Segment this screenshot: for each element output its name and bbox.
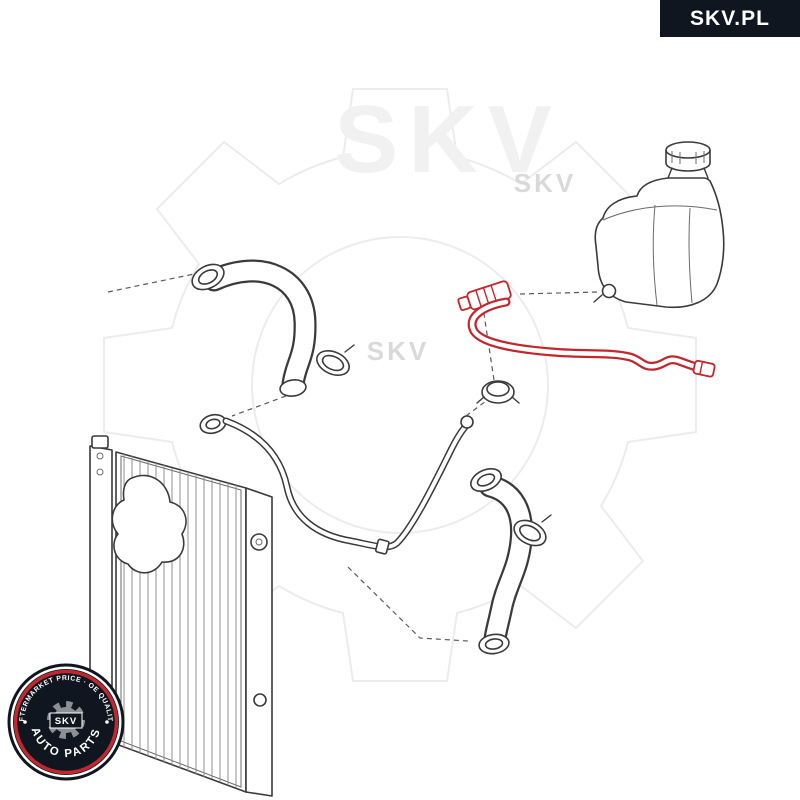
brand-banner-text: SKV.PL bbox=[690, 6, 770, 30]
watermark-text-large: SKV bbox=[334, 86, 561, 193]
radiator bbox=[89, 435, 273, 797]
hose-clamp-upper bbox=[316, 344, 355, 376]
radiator-filler-neck bbox=[250, 533, 268, 551]
sealing-ring-upper bbox=[199, 413, 227, 435]
sealing-ring-lower bbox=[478, 633, 510, 655]
badge-center-text: SKV bbox=[55, 716, 78, 727]
upper-radiator-hose bbox=[191, 259, 317, 397]
radiator-right-tank bbox=[245, 487, 273, 797]
fan-shroud bbox=[111, 474, 187, 574]
watermark-text-small-1: SKV bbox=[514, 168, 576, 198]
hose-end-fitting bbox=[692, 359, 716, 378]
badge-red-ring bbox=[13, 669, 119, 775]
coolant-pipe bbox=[222, 415, 474, 555]
tank-cap bbox=[476, 380, 520, 404]
watermark-text-small-2: SKV bbox=[367, 336, 429, 366]
expansion-tank bbox=[593, 141, 725, 309]
leader-lines bbox=[107, 273, 599, 642]
brand-banner: SKV.PL bbox=[660, 0, 800, 37]
watermark-gear: SKV SKV SKV bbox=[103, 86, 697, 682]
tank-outlet-stub bbox=[601, 283, 617, 299]
lower-radiator-hose bbox=[470, 467, 552, 655]
radiator-left-tank bbox=[89, 445, 113, 707]
pipe-end-fitting bbox=[460, 415, 474, 429]
expansion-tank-hose-highlighted bbox=[457, 280, 716, 378]
tank-filler-cap bbox=[665, 141, 711, 179]
radiator-drain-stub bbox=[253, 693, 267, 707]
hose-clamp-lower bbox=[513, 514, 552, 547]
